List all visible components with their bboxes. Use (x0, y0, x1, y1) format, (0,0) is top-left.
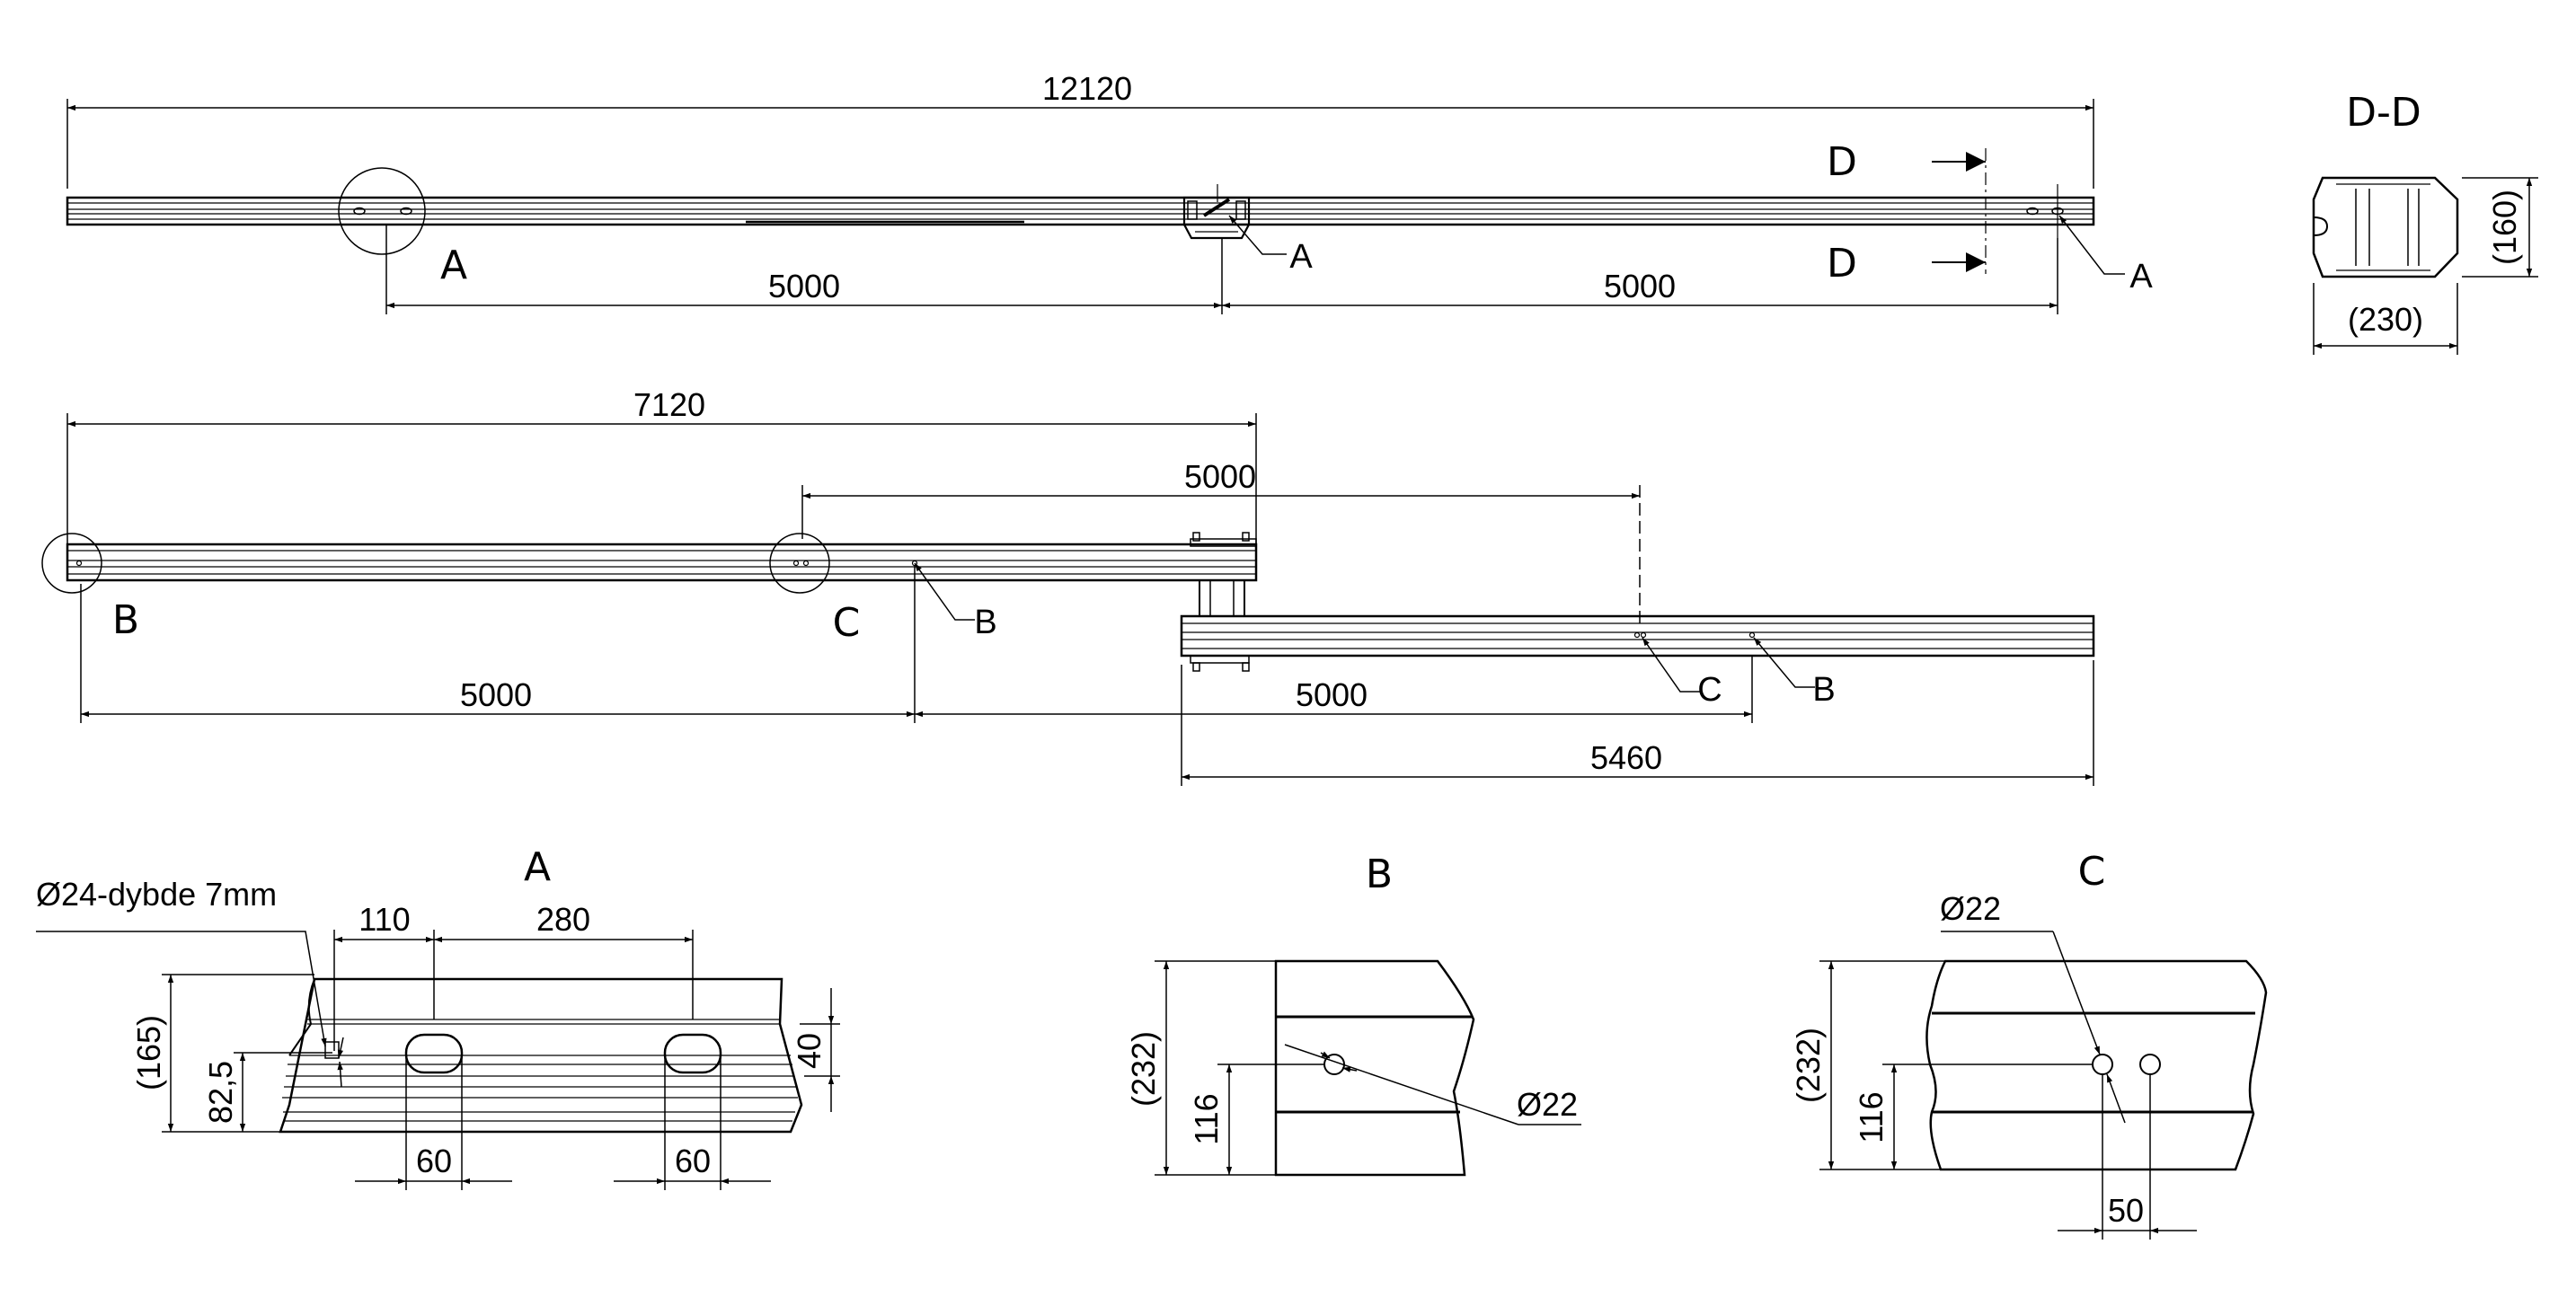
label-a-center: A (1289, 238, 1313, 276)
detail-b-title: B (1366, 852, 1393, 897)
dim-110: 110 (359, 901, 410, 938)
detail-a-text: A Ø24-dybde 7mm 110 280 (165) 82,5 40 60… (36, 844, 828, 1179)
dim-b-232: (232) (1125, 1031, 1162, 1107)
dim-5460: 5460 (1590, 739, 1662, 776)
dim-span-right: 5000 (1604, 268, 1676, 304)
label-c-leader: C (1697, 671, 1722, 709)
label-d-top: D (1827, 139, 1857, 185)
dim-section-height: (160) (2486, 190, 2523, 265)
section-dd-text: D-D (160) (230) (2346, 90, 2523, 338)
dim-b-116: 116 (1188, 1093, 1225, 1144)
dim-825: 82,5 (202, 1061, 239, 1124)
section-title: D-D (2346, 90, 2421, 136)
detail-c-text: C Ø22 (232) 116 50 (1790, 849, 2144, 1229)
top-view-text: 12120 5000 5000 A A A D D (440, 70, 2153, 304)
dim-c-hole: Ø22 (1940, 890, 2001, 927)
label-c-left: C (833, 600, 861, 646)
detail-a-title: A (524, 844, 551, 890)
dim-overall: 12120 (1042, 70, 1132, 107)
detail-b-text: B (232) 116 Ø22 (1125, 852, 1578, 1145)
dim-c-50: 50 (2108, 1192, 2144, 1229)
dim-span-left: 5000 (768, 268, 840, 304)
dim-60-left: 60 (416, 1143, 452, 1179)
dim-left-5000: 5000 (460, 676, 532, 713)
dim-section-width: (230) (2348, 301, 2423, 338)
dim-offset-5000: 5000 (1184, 458, 1256, 495)
dim-60-right: 60 (675, 1143, 711, 1179)
middle-view-text: 7120 5000 5000 5000 5460 B C B C B (112, 386, 1836, 776)
dim-40: 40 (791, 1033, 828, 1069)
label-d-bottom: D (1827, 241, 1857, 287)
dim-c-232: (232) (1790, 1028, 1827, 1103)
dim-165: (165) (130, 1015, 167, 1090)
label-b-leader: B (974, 604, 996, 641)
section-dd (2312, 176, 2538, 355)
top-view (66, 99, 2125, 314)
middle-view (41, 413, 2095, 786)
label-b-right: B (1812, 671, 1835, 709)
detail-c (1819, 931, 2268, 1240)
dim-280: 280 (536, 901, 590, 938)
detail-c-title: C (2078, 849, 2106, 895)
dim-right-5000: 5000 (1296, 676, 1368, 713)
detail-b (1155, 959, 1581, 1177)
dim-7120: 7120 (633, 386, 705, 423)
label-a-right: A (2129, 258, 2153, 296)
dim-c-116: 116 (1853, 1091, 1890, 1143)
label-a-left: A (440, 243, 467, 288)
label-b-left: B (112, 597, 139, 643)
detail-a (36, 930, 840, 1190)
detail-a-note: Ø24-dybde 7mm (36, 876, 277, 913)
dim-b-hole: Ø22 (1517, 1086, 1578, 1123)
